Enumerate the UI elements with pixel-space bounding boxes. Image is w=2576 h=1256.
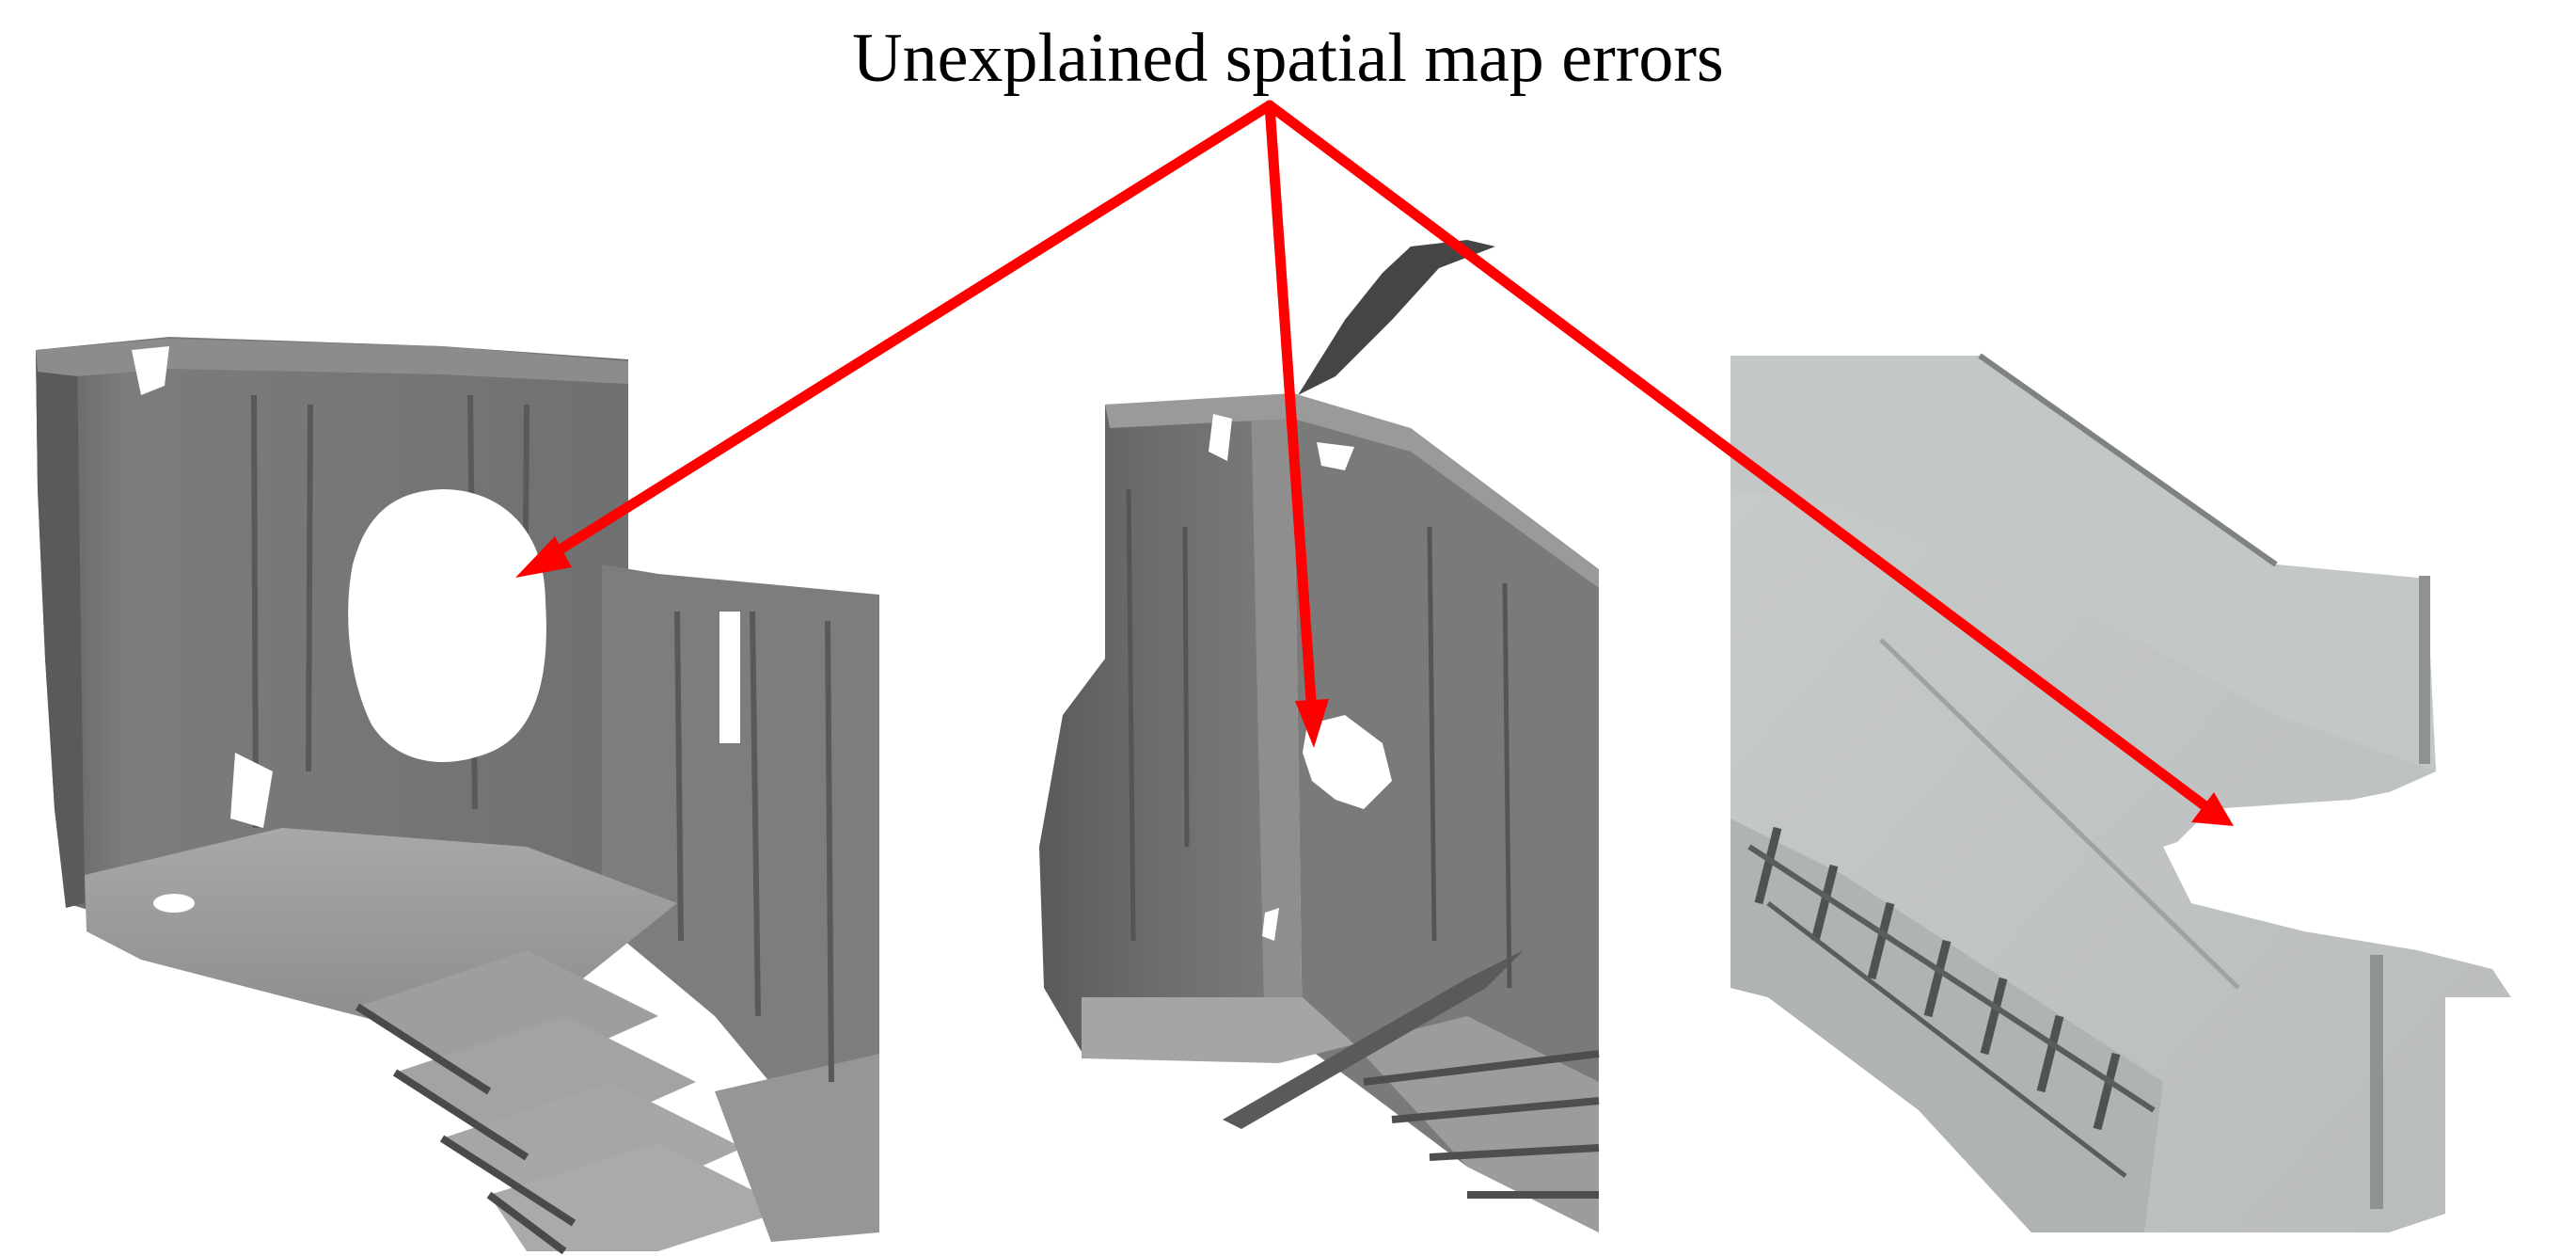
left-box-edge xyxy=(36,350,85,908)
center-spike-artifact xyxy=(1298,240,1495,395)
center-diagonal-artifact xyxy=(1223,950,1524,1129)
center-floor xyxy=(1082,997,1354,1063)
center-corner-edge xyxy=(1251,397,1303,1054)
left-floor-hole xyxy=(153,894,195,913)
center-top-rim xyxy=(1105,393,1599,588)
left-mesh-panel xyxy=(36,337,879,1255)
arrow-to-left-panel xyxy=(538,100,1275,565)
arrow-to-center-panel xyxy=(1264,100,1318,719)
left-window-gap xyxy=(719,612,740,743)
center-top-gap xyxy=(1209,414,1232,461)
left-small-hole xyxy=(230,753,273,828)
right-upper-edge xyxy=(2419,576,2430,764)
left-top-rim xyxy=(36,339,628,384)
arrowhead-center xyxy=(1295,699,1329,748)
right-stairs xyxy=(1731,819,2163,1232)
right-upper-wall xyxy=(1731,356,2436,771)
center-streaks xyxy=(1126,488,1512,989)
right-top-edge xyxy=(1978,353,2278,567)
center-rim-gap xyxy=(1317,442,1354,470)
right-missing-region xyxy=(2173,771,2558,950)
center-small-gap xyxy=(1262,908,1279,941)
left-side-wall xyxy=(602,564,879,1195)
center-wall-hole xyxy=(1303,715,1392,809)
left-stairs xyxy=(355,950,879,1255)
arrowhead-right xyxy=(2191,792,2234,826)
center-right-wall xyxy=(1293,397,1599,1232)
arrowhead-left xyxy=(515,536,572,578)
figure-title: Unexplained spatial map errors xyxy=(852,20,1724,97)
arrow-to-right-panel xyxy=(1264,100,2211,812)
right-pillar-edge xyxy=(2370,955,2383,1209)
right-mesh-panel xyxy=(1731,353,2558,1232)
center-stairs xyxy=(1354,1016,1600,1232)
left-top-gap xyxy=(132,346,169,395)
left-back-wall xyxy=(36,337,628,950)
left-wall-hole xyxy=(348,489,546,762)
center-left-wall xyxy=(1039,397,1277,1054)
annotation-arrows xyxy=(515,100,2234,826)
center-mesh-panel xyxy=(1039,240,1600,1232)
right-crease-line xyxy=(1879,638,2240,990)
